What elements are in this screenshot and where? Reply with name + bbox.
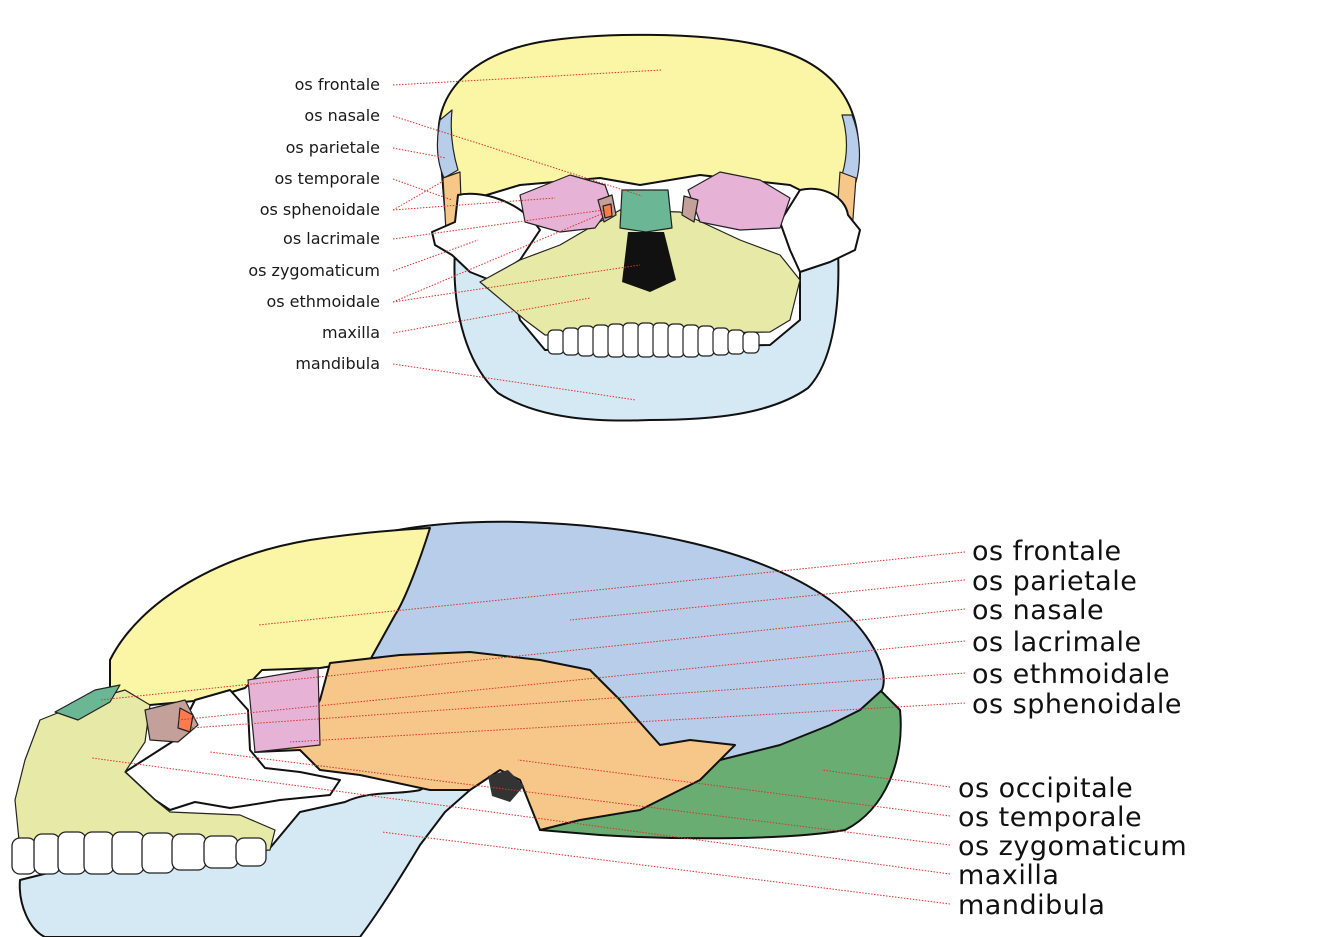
side-label-sphenoidale: os sphenoidale [972,689,1182,720]
front-label-maxilla: maxilla [322,323,380,342]
lateral-view-skull [12,522,901,937]
front-ethmoidale-left [603,204,612,218]
side-label-parietale: os parietale [972,566,1137,597]
side-label-zygomaticum: os zygomaticum [958,831,1187,862]
side-label-temporale: os temporale [958,802,1142,833]
front-label-ethmoidale: os ethmoidale [266,292,380,311]
front-view-skull [432,35,860,421]
front-label-frontale: os frontale [295,75,380,94]
front-nasale [620,190,672,232]
side-label-mandibula: mandibula [958,890,1105,921]
front-label-zygomaticum: os zygomaticum [248,261,380,280]
front-label-nasale: os nasale [304,106,380,125]
side-label-nasale: os nasale [972,595,1104,626]
lateral-labels: os frontale os parietale os nasale os la… [958,536,1187,921]
side-label-lacrimale: os lacrimale [972,627,1142,658]
front-leader-sphenoidale-a [393,180,445,210]
side-label-occipitale: os occipitale [958,773,1133,804]
front-label-sphenoidale: os sphenoidale [260,200,380,219]
side-label-maxilla: maxilla [958,860,1059,891]
front-label-lacrimale: os lacrimale [283,229,380,248]
front-label-temporale: os temporale [274,169,380,188]
side-teeth [12,832,266,874]
side-label-ethmoidale: os ethmoidale [972,659,1170,690]
front-label-mandibula: mandibula [295,354,380,373]
front-frontale [438,35,858,215]
side-label-frontale: os frontale [972,536,1122,567]
front-labels: os frontale os nasale os parietale os te… [248,75,380,373]
side-leader-mandibula [382,832,950,904]
front-label-parietale: os parietale [286,138,380,157]
